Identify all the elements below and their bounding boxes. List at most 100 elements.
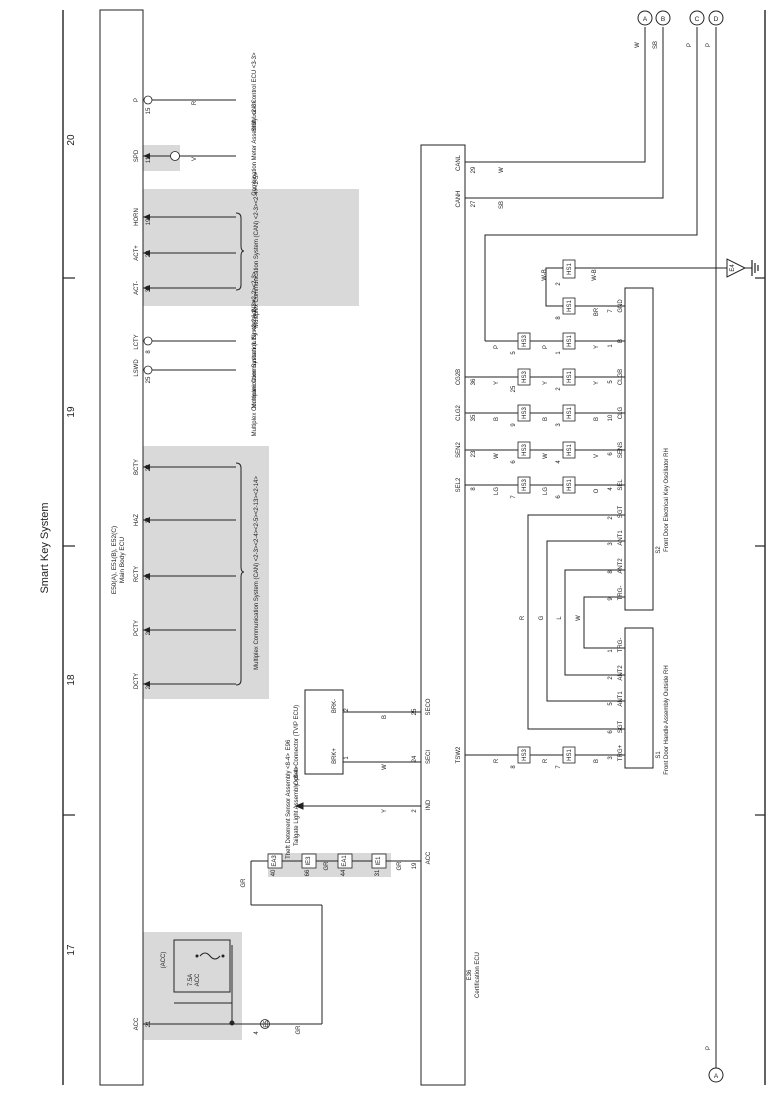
wire-color: LG bbox=[543, 487, 549, 495]
pin-number: 8 bbox=[471, 487, 477, 491]
wire-color: GR bbox=[241, 878, 247, 888]
pin-label: SPD bbox=[134, 149, 140, 162]
inline-code: HS3 bbox=[522, 407, 528, 419]
certification-ecu: E36 Certification ECU bbox=[420, 144, 481, 1086]
wire-color: W bbox=[576, 615, 582, 621]
inline-pin: 9 bbox=[511, 423, 517, 427]
cert-ecu-name: Certification ECU bbox=[475, 952, 481, 998]
ground-code: E4 bbox=[730, 264, 736, 272]
option-connector-name: Option Connector (TVIP ECU) bbox=[294, 705, 300, 785]
pin-number: 35 bbox=[471, 414, 477, 421]
pin-number: 7 bbox=[608, 309, 614, 313]
wire-color: B bbox=[494, 417, 500, 421]
option-connector-code: E96 bbox=[286, 739, 292, 750]
inline-pin: 6 bbox=[556, 495, 562, 499]
pin-number: 1 bbox=[608, 344, 614, 348]
inline-pin: 7 bbox=[556, 765, 562, 769]
inline-code: HS1 bbox=[567, 444, 573, 456]
braces bbox=[235, 212, 245, 686]
pin-label: BRK- bbox=[332, 699, 338, 713]
wire-color: G bbox=[539, 615, 545, 620]
inline-code: HS3 bbox=[522, 479, 528, 491]
inline-code: HS1 bbox=[567, 263, 573, 275]
cert-ecu-wires bbox=[465, 27, 740, 1068]
inline-pin: 40 bbox=[271, 869, 277, 876]
wire-color: SB bbox=[499, 201, 505, 209]
option-wires bbox=[294, 711, 421, 810]
pin-label: SEL2 bbox=[456, 477, 462, 492]
hs-connectors bbox=[517, 259, 576, 764]
door-handle-code: S1 bbox=[656, 751, 662, 759]
pin-label: CLG2 bbox=[456, 405, 462, 421]
pin-label: ACC bbox=[134, 1017, 140, 1030]
inline-code: IE1 bbox=[376, 856, 382, 866]
pin-label: ACT- bbox=[134, 281, 140, 295]
option-wire-labels: B W Y bbox=[382, 715, 388, 813]
inline-pin: 6 bbox=[511, 460, 517, 464]
inline-code: HS1 bbox=[567, 300, 573, 312]
wire-color: Y bbox=[494, 381, 500, 385]
pin-number: 23 bbox=[471, 450, 477, 457]
fuse-name: (ACC) bbox=[161, 952, 167, 969]
inline-pin: 8 bbox=[511, 765, 517, 769]
pin-number: 36 bbox=[471, 378, 477, 385]
pin-number: 5 bbox=[608, 702, 614, 706]
pin-label: B bbox=[618, 339, 624, 343]
right-wire-colors: W SB W-B W-B BR P P Y Y Y Y B B B W W V … bbox=[494, 167, 600, 763]
wire-color: P bbox=[706, 1046, 712, 1050]
shaded-regions bbox=[143, 145, 391, 1040]
inline-pin: 1 bbox=[556, 351, 562, 355]
pin-number: 9 bbox=[608, 597, 614, 601]
pin-label: LCTY bbox=[134, 334, 140, 349]
inline-code: HS3 bbox=[522, 444, 528, 456]
edge-marker-c: C bbox=[695, 16, 700, 23]
pin-label: ANT2 bbox=[618, 558, 624, 574]
pin-label: CLGB bbox=[618, 369, 624, 385]
inline-code: HS1 bbox=[567, 479, 573, 491]
pin-number: 1 bbox=[344, 756, 350, 760]
main-body-ecu-code: E50(A), E51(B), E52(C) bbox=[111, 526, 118, 594]
pin-label: ACT+ bbox=[134, 245, 140, 261]
ref-theft-deterrent: Theft Deterrent Sensor Assembly <8-4> bbox=[286, 753, 292, 859]
pin-label: IND bbox=[426, 799, 432, 810]
ref-multiplex-lin-1: Multiplex Communication System (LIN) <2-… bbox=[252, 271, 258, 408]
pin-label: LSWD bbox=[134, 359, 140, 377]
pin-number: 11 bbox=[146, 156, 152, 163]
pin-label: TRG+ bbox=[618, 744, 624, 761]
inline-pin: 44 bbox=[341, 869, 347, 876]
wire-color: GR bbox=[324, 861, 330, 871]
inline-pin: 8 bbox=[556, 316, 562, 320]
inline-code: IE3 bbox=[306, 856, 312, 866]
wire-color: R bbox=[494, 758, 500, 763]
wire-color: W bbox=[635, 42, 641, 48]
wire-color: P bbox=[543, 345, 549, 349]
wire-color: W bbox=[382, 764, 388, 770]
edge-markers: A B C D W SB P P A P bbox=[635, 10, 724, 1083]
wire-color: O bbox=[594, 488, 600, 493]
pin-label: ANT2 bbox=[618, 665, 624, 681]
pin-number: 2 bbox=[608, 676, 614, 680]
pin-label: P bbox=[134, 98, 140, 102]
pin-number: 10 bbox=[608, 414, 614, 421]
pin-number: 19 bbox=[412, 862, 418, 869]
wire-color: R bbox=[192, 100, 198, 105]
pin-label: ACC bbox=[426, 851, 432, 864]
main-body-wires bbox=[143, 99, 236, 685]
wire-color: GR bbox=[296, 1025, 302, 1035]
pin-label: ANT1 bbox=[618, 691, 624, 707]
pin-label: SEN2 bbox=[456, 442, 462, 458]
certification-ecu-pins: CANL 29 CANH 27 CG2B 36 CLG2 35 SEN2 23 … bbox=[412, 154, 477, 869]
inline-code: HS1 bbox=[567, 749, 573, 761]
wire-color: GR bbox=[397, 861, 403, 871]
inline-code: HS1 bbox=[567, 371, 573, 383]
wire-color: B bbox=[594, 417, 600, 421]
wire-color: W bbox=[543, 453, 549, 459]
pin-number: 8 bbox=[146, 350, 152, 354]
option-connector: E96 Option Connector (TVIP ECU) BRK- BRK… bbox=[286, 689, 350, 785]
inline-code: E5 bbox=[264, 1020, 270, 1028]
fuse-label: ACC bbox=[195, 973, 201, 986]
edge-marker-d: D bbox=[714, 16, 719, 23]
page-title: Smart Key System bbox=[39, 502, 51, 593]
wire-color: W-B bbox=[542, 269, 548, 281]
